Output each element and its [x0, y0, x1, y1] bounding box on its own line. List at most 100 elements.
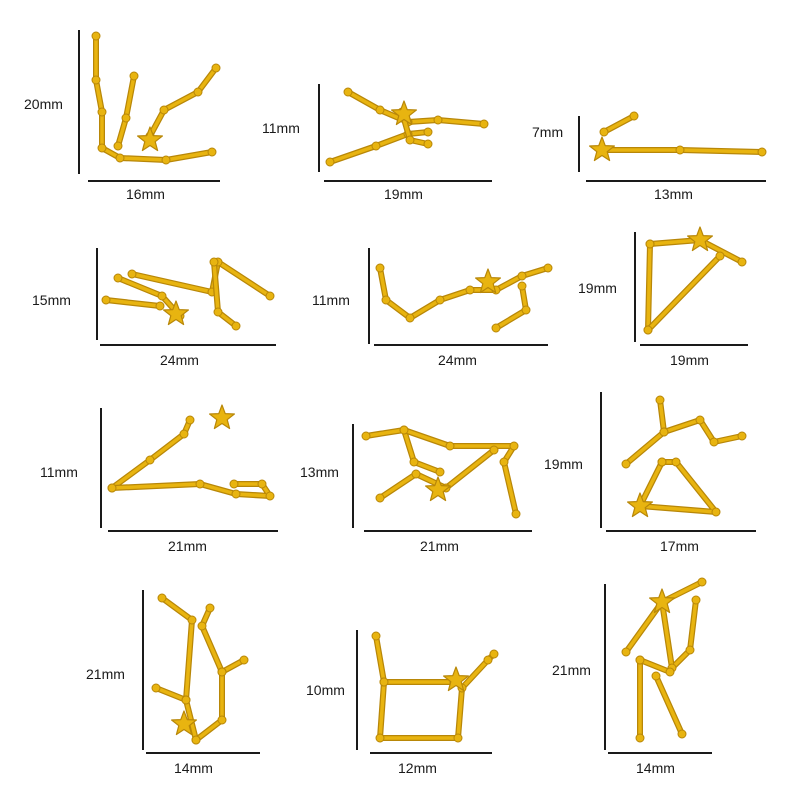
width-label: 21mm	[420, 538, 459, 554]
charm-bead	[101, 295, 111, 305]
charm-bead	[645, 239, 655, 249]
width-label: 19mm	[384, 186, 423, 202]
height-measure-line	[578, 116, 580, 172]
charm-bead	[409, 457, 419, 467]
constellation-charm-5	[375, 263, 553, 333]
charm-rod-outline	[147, 65, 219, 139]
star-icon	[475, 268, 501, 294]
charm-bead	[97, 107, 107, 117]
charm-bead	[435, 295, 445, 305]
charm-bead	[521, 305, 531, 315]
charm-bead	[715, 251, 725, 261]
width-measure-line	[370, 752, 492, 754]
charm-bead	[651, 671, 661, 681]
charm-bead	[209, 257, 219, 267]
charm-bead	[697, 577, 707, 587]
charm-bead	[129, 71, 139, 81]
charm-rod-outline	[373, 633, 497, 741]
charm-bead	[257, 479, 267, 489]
constellation-charm-1	[91, 31, 221, 165]
charm-bead	[265, 291, 275, 301]
charm-rod	[364, 428, 442, 474]
width-label: 12mm	[398, 760, 437, 776]
charm-bead	[193, 87, 203, 97]
star-icon	[391, 100, 417, 126]
charm-rod	[646, 254, 722, 332]
width-measure-line	[108, 530, 278, 532]
charm-bead	[113, 273, 123, 283]
charm-rod	[662, 418, 744, 444]
width-label: 14mm	[174, 760, 213, 776]
width-measure-line	[100, 344, 276, 346]
charm-rod	[378, 448, 496, 500]
width-label: 24mm	[160, 352, 199, 368]
charm-bead	[757, 147, 767, 157]
width-label: 14mm	[636, 760, 675, 776]
charm-bead	[381, 295, 391, 305]
star-icon	[443, 666, 469, 692]
charm-bead	[709, 437, 719, 447]
charm-bead	[151, 683, 161, 693]
width-label: 24mm	[438, 352, 477, 368]
width-measure-line	[374, 344, 548, 346]
charm-bead	[621, 459, 631, 469]
charm-bead	[161, 155, 171, 165]
charm-bead	[217, 715, 227, 725]
charm-rod	[148, 66, 218, 138]
charm-rod	[194, 670, 224, 742]
charm-bead	[187, 615, 197, 625]
star-icon	[425, 476, 451, 502]
height-measure-line	[352, 424, 354, 528]
charm-bead	[433, 115, 443, 125]
charm-bead	[517, 281, 527, 291]
charm-bead	[231, 321, 241, 331]
charm-bead	[517, 271, 527, 281]
width-label: 21mm	[168, 538, 207, 554]
height-label: 13mm	[300, 464, 339, 480]
charm-rod	[200, 606, 246, 674]
charm-bead	[375, 263, 385, 273]
height-measure-line	[600, 392, 602, 528]
width-measure-line	[146, 752, 260, 754]
width-measure-line	[88, 180, 220, 182]
height-label: 10mm	[306, 682, 345, 698]
charm-bead	[435, 467, 445, 477]
charm-bead	[113, 141, 123, 151]
charm-bead	[197, 621, 207, 631]
charm-rod	[104, 298, 162, 308]
charm-bead	[185, 415, 195, 425]
charm-bead	[361, 431, 371, 441]
charm-bead	[465, 285, 475, 295]
charm-bead	[423, 139, 433, 149]
charm-rod	[110, 482, 272, 498]
star-icon	[163, 300, 189, 326]
charm-rod-outline	[345, 89, 487, 127]
charm-bead	[155, 301, 165, 311]
charm-bead	[671, 457, 681, 467]
charm-bead	[657, 457, 667, 467]
star-icon	[589, 136, 615, 162]
charm-bead	[643, 325, 653, 335]
charm-rod	[654, 674, 684, 736]
charm-bead	[231, 489, 241, 499]
charm-bead	[479, 119, 489, 129]
height-measure-line	[318, 84, 320, 172]
charm-bead	[181, 695, 191, 705]
charm-bead	[691, 595, 701, 605]
charm-bead	[737, 257, 747, 267]
charm-bead	[445, 441, 455, 451]
charm-bead	[711, 507, 721, 517]
charm-bead	[379, 677, 389, 687]
charm-bead	[659, 427, 669, 437]
charm-bead	[371, 631, 381, 641]
charm-bead	[325, 157, 335, 167]
charm-bead	[629, 111, 639, 121]
charm-bead	[399, 425, 409, 435]
charm-bead	[375, 105, 385, 115]
star-icon	[137, 126, 163, 152]
charm-bead	[489, 445, 499, 455]
charm-bead	[195, 479, 205, 489]
charm-rod	[116, 74, 136, 148]
width-measure-line	[324, 180, 492, 182]
